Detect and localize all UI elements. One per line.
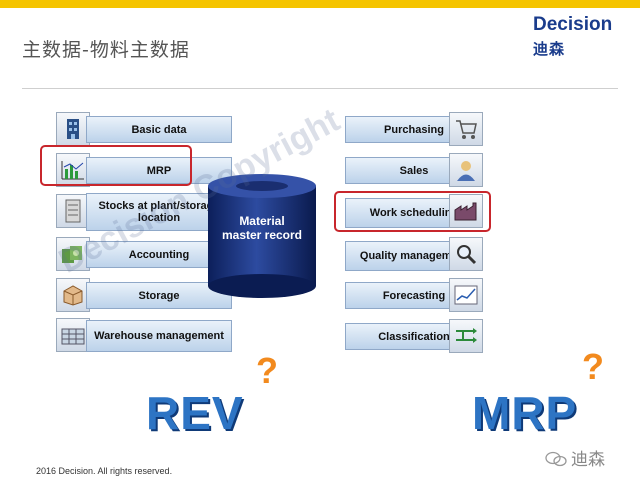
right-item-forecasting: Forecasting bbox=[345, 278, 485, 312]
factory-icon bbox=[449, 194, 483, 228]
question-mark-left: ? bbox=[256, 350, 278, 391]
money-icon bbox=[56, 237, 90, 271]
top-accent-bar bbox=[0, 0, 640, 8]
logo-chinese: 迪森 bbox=[533, 40, 566, 58]
wechat-icon bbox=[545, 451, 567, 467]
left-item-basic-data: Basic data bbox=[44, 112, 234, 146]
flow-icon bbox=[449, 319, 483, 353]
left-item-label: Stocks at plant/storage location bbox=[86, 193, 232, 231]
line-chart-icon bbox=[449, 278, 483, 312]
cabinet-icon bbox=[56, 194, 90, 228]
left-item-label: Basic data bbox=[86, 116, 232, 143]
left-item-warehouse: Warehouse management bbox=[44, 318, 234, 352]
cylinder-label-line2: master record bbox=[221, 228, 303, 242]
question-mark-right: ? bbox=[582, 346, 604, 387]
mrp-label: MRP bbox=[472, 387, 578, 439]
rev-label: REV bbox=[146, 387, 244, 439]
left-item-stocks: Stocks at plant/storage location bbox=[44, 193, 234, 232]
left-item-storage: Storage bbox=[44, 278, 234, 312]
wechat-label: 迪森 bbox=[571, 450, 605, 470]
cart-icon bbox=[449, 112, 483, 146]
footer-copyright: 2016 Decision. All rights reserved. bbox=[36, 466, 173, 476]
mrp-highlight bbox=[40, 145, 192, 186]
crate-icon bbox=[56, 278, 90, 312]
right-item-work-scheduling: Work scheduling bbox=[345, 194, 485, 228]
building-icon bbox=[56, 112, 90, 146]
work-scheduling-highlight bbox=[334, 191, 491, 232]
left-item-mrp: MRP bbox=[44, 153, 234, 187]
wechat-badge: 迪森 bbox=[545, 445, 605, 470]
right-item-sales: Sales bbox=[345, 153, 485, 187]
right-item-purchasing: Purchasing bbox=[345, 112, 485, 146]
slide-title: 主数据-物料主数据 bbox=[22, 39, 190, 61]
left-item-label: Warehouse management bbox=[86, 320, 232, 352]
material-master-cylinder bbox=[208, 174, 316, 298]
cylinder-label: Material master record bbox=[206, 214, 318, 242]
cylinder-label-line1: Material bbox=[239, 214, 285, 228]
logo-english: Decision bbox=[533, 14, 613, 35]
right-item-classification: Classification bbox=[345, 319, 485, 353]
warehouse-icon bbox=[56, 318, 90, 352]
left-item-label: MRP bbox=[86, 157, 232, 184]
right-item-quality: Quality management bbox=[345, 237, 485, 271]
person-icon bbox=[449, 153, 483, 187]
magnifier-icon bbox=[449, 237, 483, 271]
title-divider bbox=[22, 88, 618, 89]
left-item-label: Storage bbox=[86, 282, 232, 309]
